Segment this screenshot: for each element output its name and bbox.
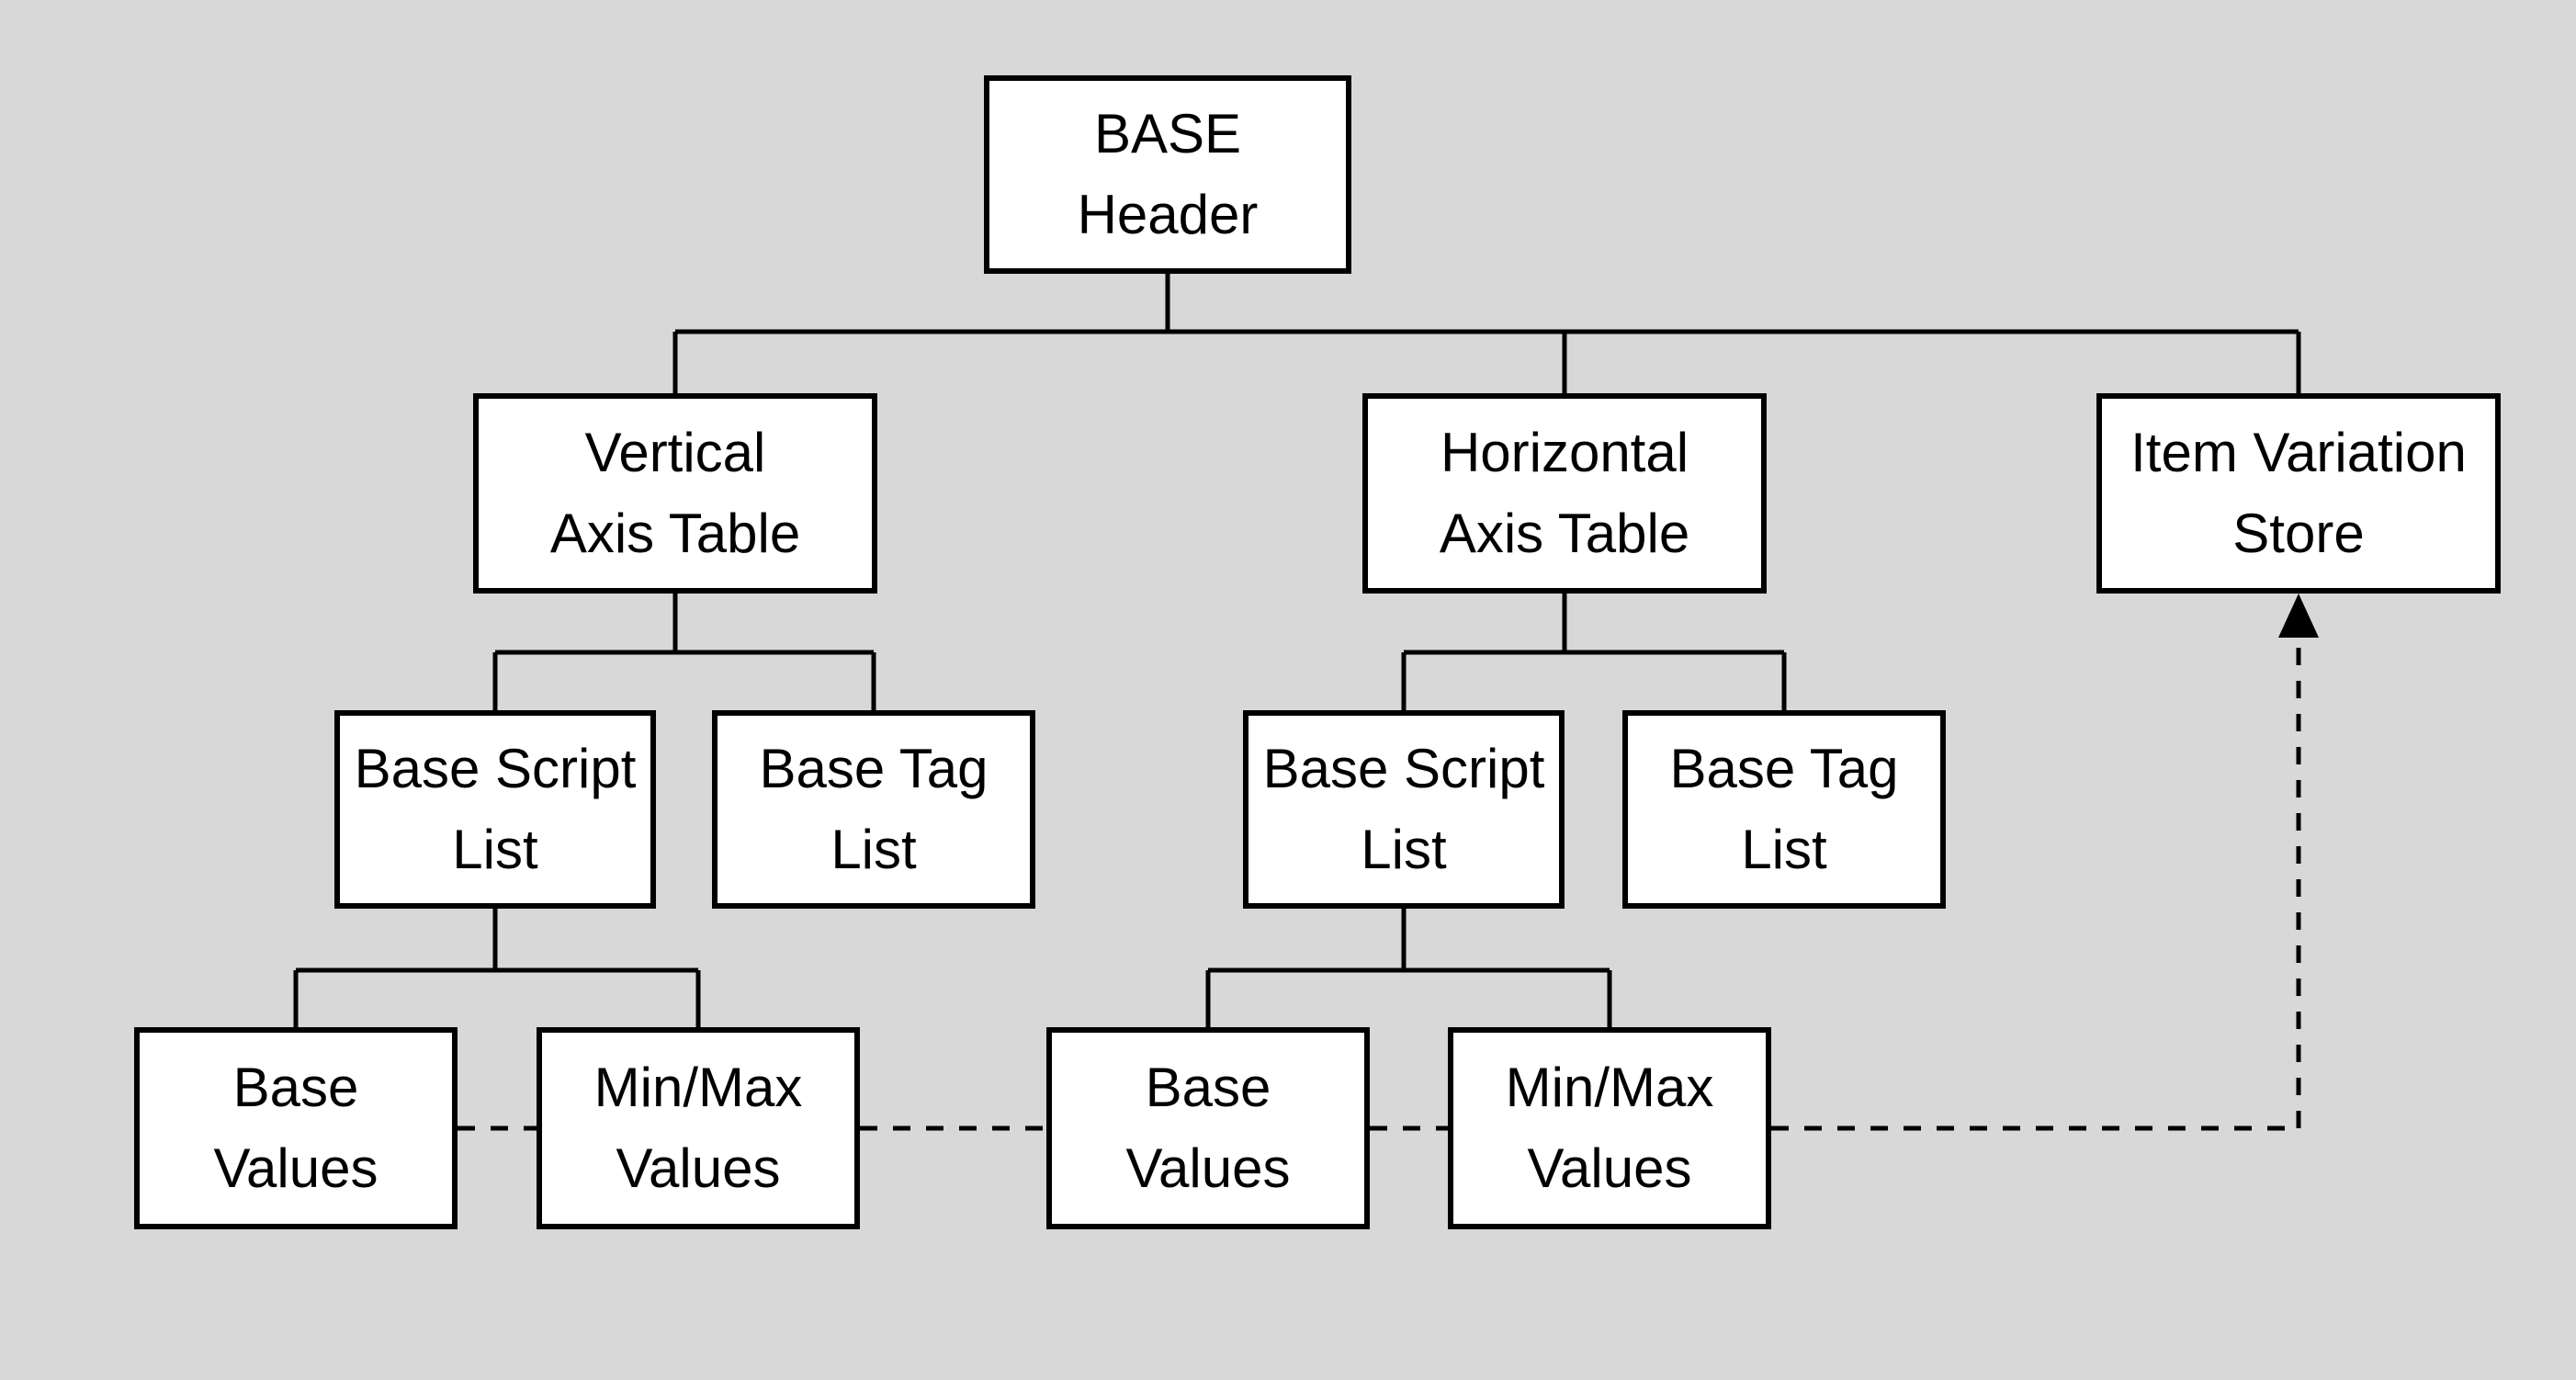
node-vertical-base-values: Base Values	[134, 1027, 458, 1229]
node-base-header: BASE Header	[984, 75, 1351, 274]
node-horizontal-base-tag-list-label: Base Tag List	[1669, 738, 1899, 880]
node-item-variation-store-label: Item Variation Store	[2130, 422, 2467, 564]
node-horizontal-base-tag-list: Base Tag List	[1622, 710, 1946, 909]
node-horizontal-base-values-label: Base Values	[1125, 1057, 1291, 1199]
node-horizontal-axis-table: Horizontal Axis Table	[1362, 393, 1767, 594]
node-horizontal-base-script-list: Base Script List	[1243, 710, 1565, 909]
node-vertical-base-tag-list: Base Tag List	[712, 710, 1035, 909]
node-vertical-minmax-values-label: Min/Max Values	[593, 1057, 803, 1199]
node-horizontal-base-values: Base Values	[1046, 1027, 1370, 1229]
node-horizontal-minmax-values: Min/Max Values	[1448, 1027, 1771, 1229]
node-vertical-base-script-list-label: Base Script List	[354, 738, 637, 880]
node-vertical-axis-table: Vertical Axis Table	[473, 393, 877, 594]
node-horizontal-axis-table-label: Horizontal Axis Table	[1439, 422, 1690, 564]
node-horizontal-minmax-values-label: Min/Max Values	[1505, 1057, 1714, 1199]
node-vertical-base-script-list: Base Script List	[334, 710, 656, 909]
node-base-header-label: BASE Header	[1077, 103, 1259, 245]
node-item-variation-store: Item Variation Store	[2096, 393, 2501, 594]
node-horizontal-base-script-list-label: Base Script List	[1262, 738, 1545, 880]
node-vertical-minmax-values: Min/Max Values	[537, 1027, 860, 1229]
node-vertical-axis-table-label: Vertical Axis Table	[549, 422, 801, 564]
arrowhead-up-icon	[2278, 594, 2319, 638]
node-vertical-base-values-label: Base Values	[213, 1057, 378, 1199]
node-vertical-base-tag-list-label: Base Tag List	[759, 738, 989, 880]
